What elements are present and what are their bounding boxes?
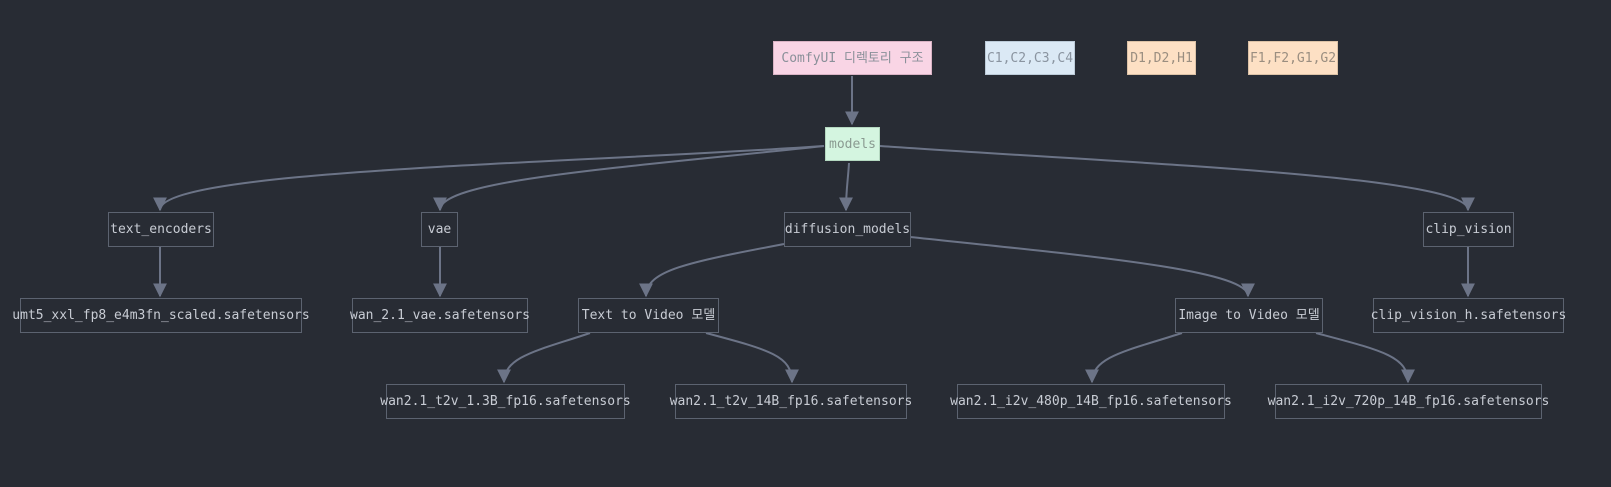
text-encoders-node: text_encoders xyxy=(108,212,214,247)
umt5-node: umt5_xxl_fp8_e4m3fn_scaled.safetensors xyxy=(12,298,310,333)
edge-i2v-480 xyxy=(1085,332,1183,384)
edge-models-text-encoders xyxy=(153,145,825,212)
edge-diffusion-t2v xyxy=(639,243,785,298)
edge-models-diffusion xyxy=(839,162,854,212)
i2v-480-node: wan2.1_i2v_480p_14B_fp16.safetensors xyxy=(950,384,1232,419)
legend-node-f: F1,F2,G1,G2 xyxy=(1248,41,1338,75)
clip-vision-h-node: clip_vision_h.safetensors xyxy=(1371,298,1566,333)
edge-models-vae xyxy=(433,145,825,212)
wan-vae-node: wan_2.1_vae.safetensors xyxy=(350,298,530,333)
edge-models-clip-vision xyxy=(879,145,1475,212)
vae-node: vae xyxy=(421,212,458,247)
edge-diffusion-i2v xyxy=(909,236,1255,298)
edge-t2v-14b xyxy=(705,332,799,384)
t2v-14b-node: wan2.1_t2v_14B_fp16.safetensors xyxy=(670,384,912,419)
legend-node-d: D1,D2,H1 xyxy=(1127,41,1196,75)
root-node: ComfyUI 디렉토리 구조 xyxy=(773,41,932,75)
edge-i2v-720 xyxy=(1315,332,1415,384)
diffusion-models-node: diffusion_models xyxy=(784,212,911,247)
i2v-720-node: wan2.1_i2v_720p_14B_fp16.safetensors xyxy=(1268,384,1549,419)
t2v-13b-node: wan2.1_t2v_1.3B_fp16.safetensors xyxy=(380,384,631,419)
i2v-node: Image to Video 모델 xyxy=(1175,298,1323,333)
edge-t2v-13b xyxy=(497,332,591,384)
legend-node-c: C1,C2,C3,C4 xyxy=(985,41,1075,75)
clip-vision-node: clip_vision xyxy=(1423,212,1514,247)
models-node: models xyxy=(825,127,880,161)
t2v-node: Text to Video 모델 xyxy=(578,298,719,333)
